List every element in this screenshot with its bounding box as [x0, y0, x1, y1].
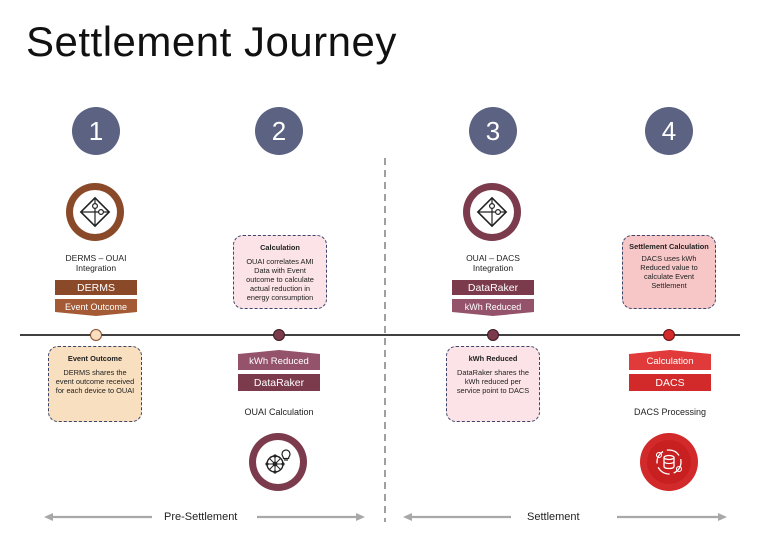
step-4-number: 4 — [645, 107, 693, 155]
step-2-bar-dataraker: DataRaker — [238, 374, 320, 391]
step-1-bar-derms: DERMS — [55, 280, 137, 295]
step-3-bar-kwh-shape — [452, 299, 534, 316]
step-2-icon-ring — [249, 433, 307, 491]
step-1-number: 1 — [72, 107, 120, 155]
callout-body: DACS uses kWh Reduced value to calculate… — [640, 254, 698, 290]
step-1-caption-line1: DERMS – OUAI — [65, 253, 127, 263]
callout-body: OUAI correlates AMI Data with Event outc… — [246, 257, 314, 302]
step-4-caption: DACS Processing — [633, 407, 707, 417]
step-1-callout-event-outcome: Event Outcome DERMS shares the event out… — [48, 346, 142, 422]
puzzle-icon — [470, 190, 514, 234]
puzzle-icon — [73, 190, 117, 234]
step-1-bar-event-outcome: Event Outcome — [64, 301, 128, 312]
callout-body: DERMS shares the event outcome received … — [55, 368, 135, 395]
step-3-timeline-dot — [487, 329, 499, 341]
step-3-caption: OUAI – DACS Integration — [443, 253, 543, 273]
network-bulb-icon — [256, 440, 300, 484]
callout-title: Calculation — [260, 243, 300, 252]
phase-divider — [384, 158, 386, 522]
step-2-number: 2 — [255, 107, 303, 155]
callout-title: kWh Reduced — [468, 354, 518, 363]
step-4-bar-calculation-shape — [629, 350, 711, 370]
pre-settlement-arrow-right — [257, 513, 365, 521]
step-1-caption-line2: Integration — [75, 263, 117, 273]
step-3-bar-dataraker: DataRaker — [452, 280, 534, 295]
step-2-timeline-dot — [273, 329, 285, 341]
callout-title: Event Outcome — [67, 354, 123, 363]
pre-settlement-arrow-left — [44, 513, 152, 521]
phase-label-settlement: Settlement — [527, 511, 580, 523]
phase-label-pre-settlement: Pre-Settlement — [164, 511, 238, 523]
step-4-timeline-dot — [663, 329, 675, 341]
step-4-bar-dacs: DACS — [629, 374, 711, 391]
step-1-icon-ring — [66, 183, 124, 241]
step-1-timeline-dot — [90, 329, 102, 341]
step-4-icon-ring — [640, 433, 698, 491]
callout-body: DataRaker shares the kWh reduced per ser… — [456, 368, 530, 395]
step-3-caption-line1: OUAI – DACS — [466, 253, 520, 263]
step-2-bar-kwh-shape — [238, 350, 320, 370]
step-2-caption: OUAI Calculation — [244, 407, 314, 417]
step-3-callout-kwh-reduced: kWh Reduced DataRaker shares the kWh red… — [446, 346, 540, 422]
page-title: Settlement Journey — [26, 18, 397, 65]
step-3-number: 3 — [469, 107, 517, 155]
step-4-bar-calculation: Calculation — [646, 356, 694, 367]
step-3-caption-line2: Integration — [472, 263, 514, 273]
step-1-caption: DERMS – OUAI Integration — [46, 253, 146, 273]
step-3-bar-kwh-reduced: kWh Reduced — [464, 301, 522, 312]
timeline — [20, 334, 740, 336]
database-cycle-icon — [647, 440, 691, 484]
settlement-arrow-left — [403, 513, 511, 521]
step-2-bar-kwh-reduced: kWh Reduced — [249, 356, 309, 367]
step-1-bar-event-outcome-shape — [55, 299, 137, 316]
settlement-arrow-right — [617, 513, 727, 521]
step-3-icon-ring — [463, 183, 521, 241]
step-2-callout-calculation: Calculation OUAI correlates AMI Data wit… — [233, 235, 327, 309]
step-4-callout-settlement: Settlement Calculation DACS uses kWh Red… — [622, 235, 716, 309]
callout-title: Settlement Calculation — [629, 242, 709, 251]
